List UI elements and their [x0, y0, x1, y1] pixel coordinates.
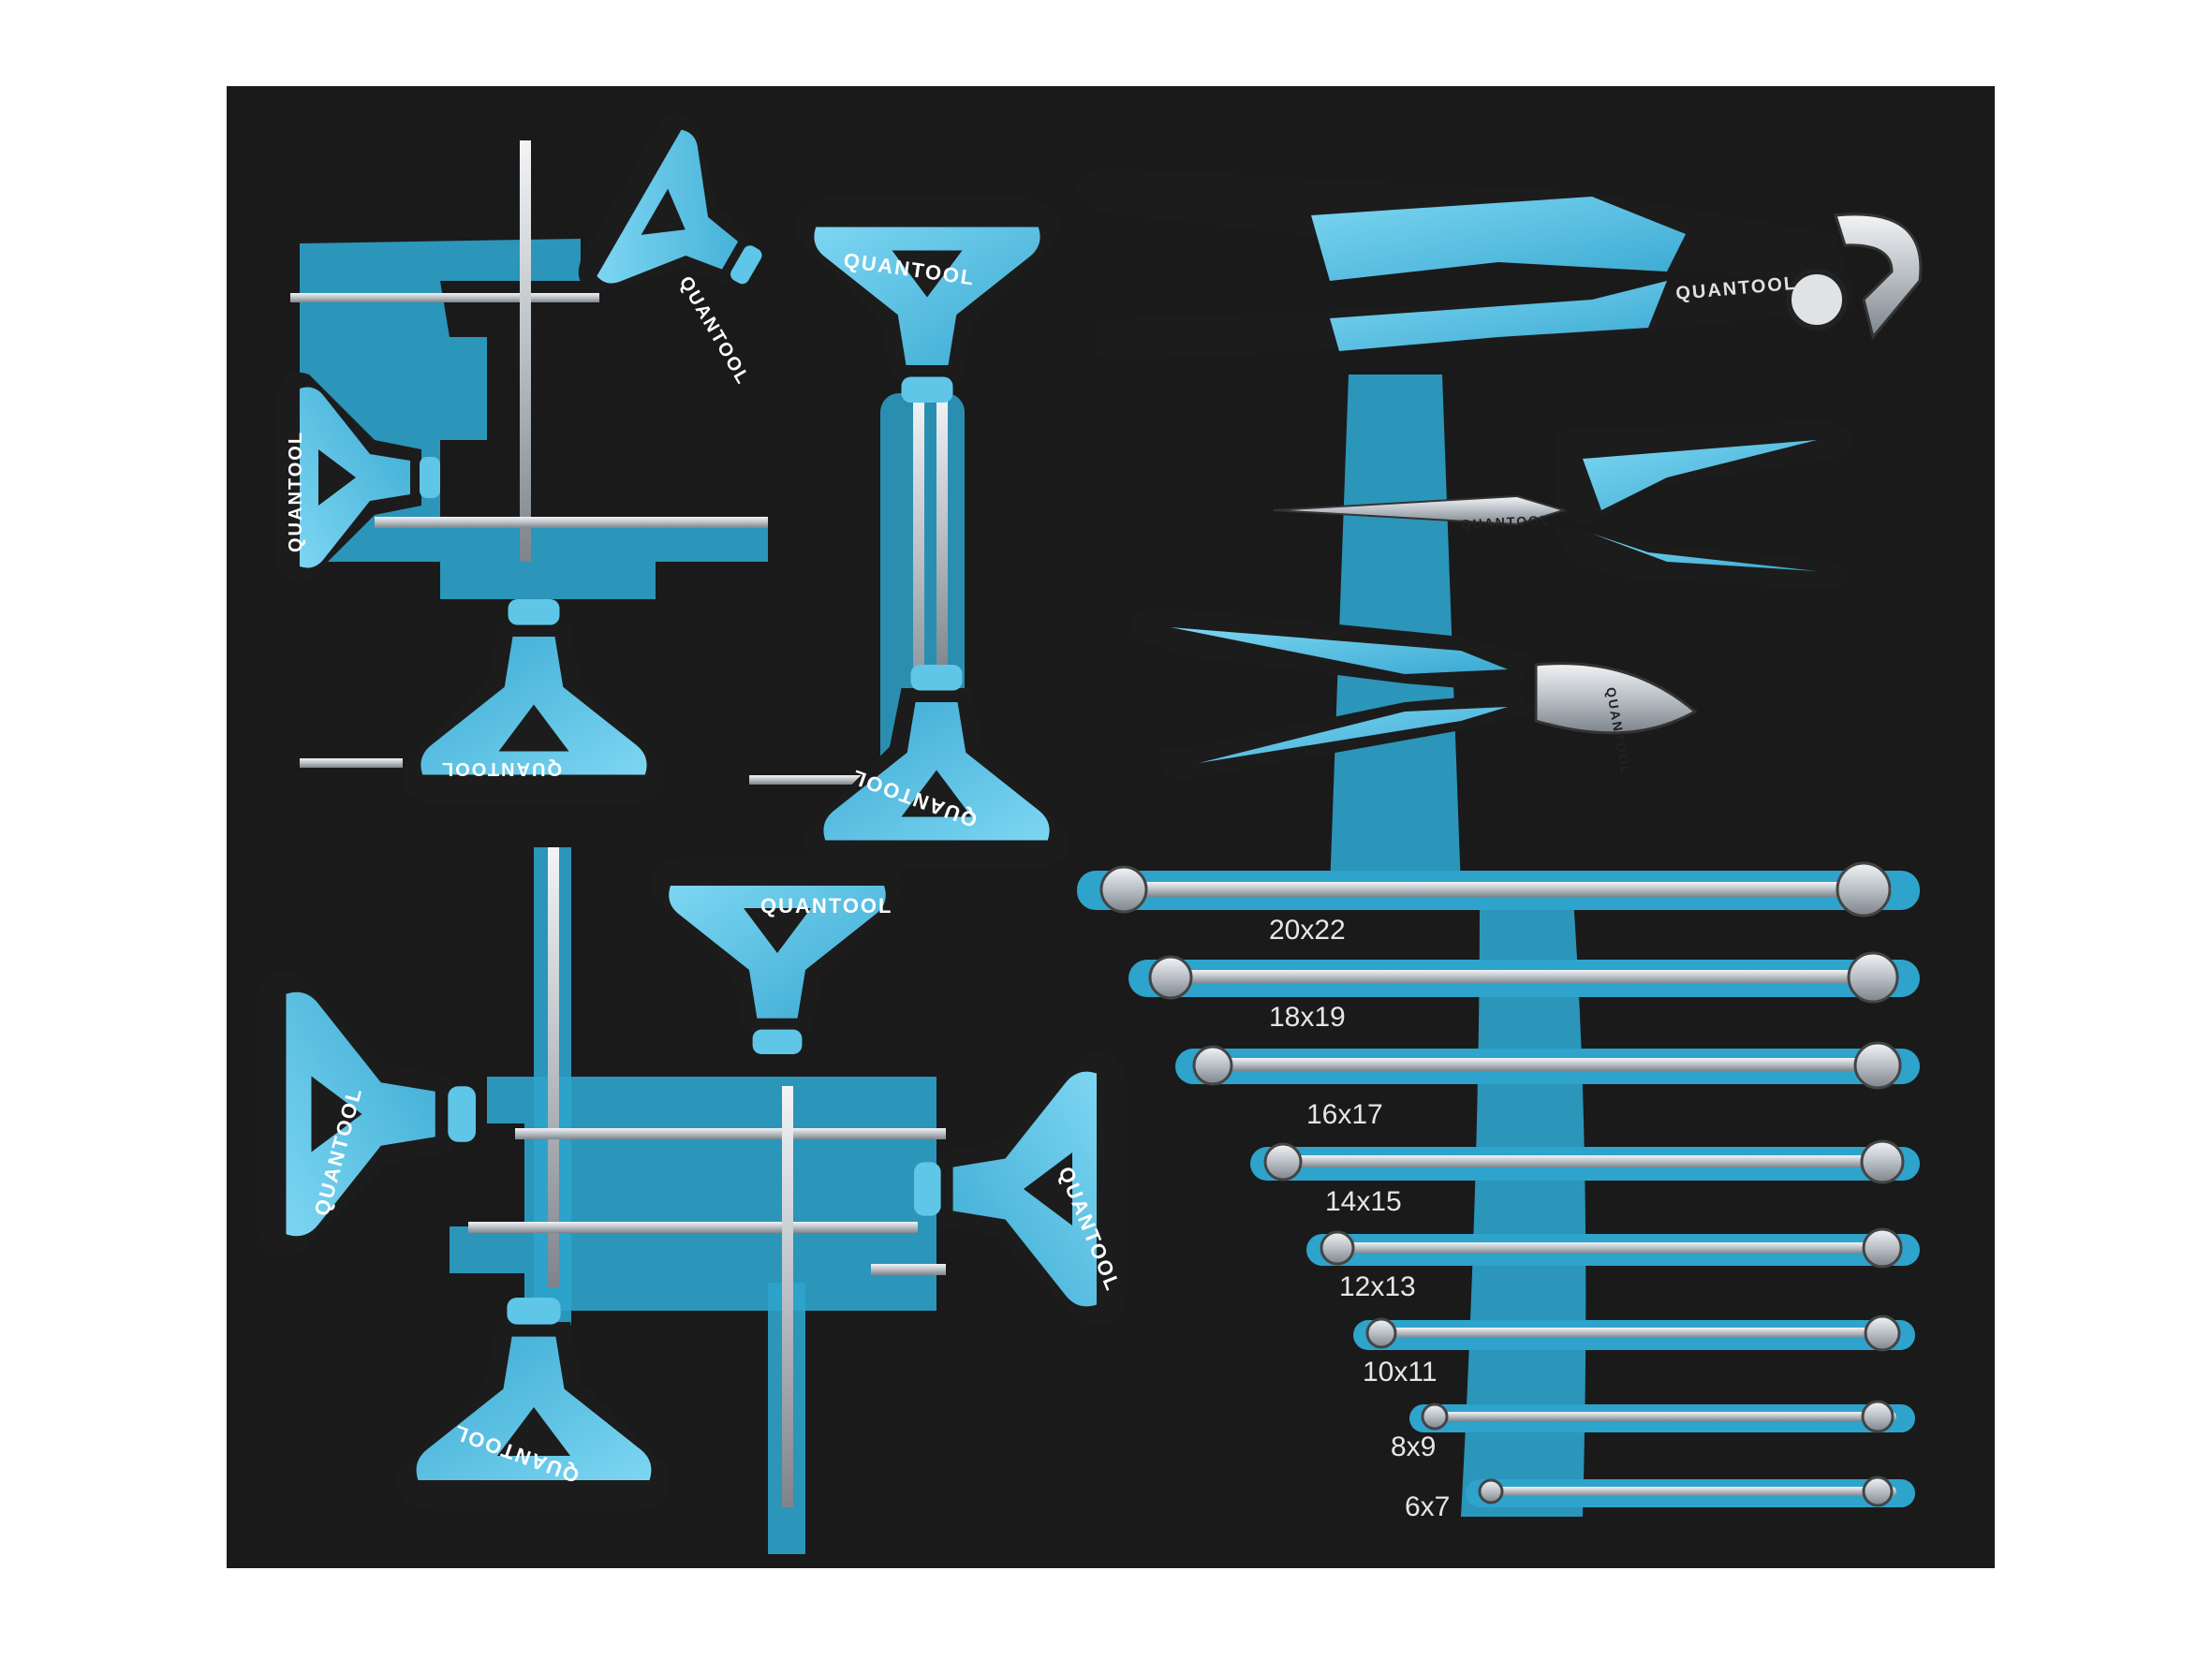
wrench-size-label: 8x9 — [1391, 1431, 1436, 1462]
hex-shaft — [300, 758, 403, 768]
wrench-size-label: 14x15 — [1325, 1186, 1402, 1217]
t-handle-group-bottom-left: QUANTOOL QUANTOOL QUANTOOL QUANTOOL — [254, 847, 1128, 1554]
hex-shaft — [468, 1222, 918, 1233]
wrench — [1306, 1227, 1920, 1269]
pliers-group: QUANTOOL QUANTOOL QUANTOOL — [1077, 168, 1923, 889]
hex-shaft — [548, 847, 559, 1287]
handle-logo: QUANTOOL — [760, 894, 892, 918]
wrench-size-label: 6x7 — [1405, 1491, 1450, 1522]
wrench-size-label: 12x13 — [1339, 1271, 1416, 1302]
hex-shaft — [782, 1086, 793, 1507]
hex-shaft — [375, 517, 768, 528]
wrench — [1353, 1314, 1915, 1352]
hex-shaft — [749, 775, 880, 785]
wrench-size-label: 20x22 — [1269, 915, 1346, 946]
hex-shaft — [913, 393, 924, 730]
pliers-logo: QUANTOOL — [1460, 512, 1551, 532]
hex-shaft — [515, 1128, 946, 1139]
hex-shaft — [936, 393, 948, 674]
wrench — [1250, 1139, 1920, 1184]
cutout — [300, 239, 768, 599]
long-nose-pliers: QUANTOOL — [1273, 421, 1852, 590]
hex-shaft — [520, 140, 531, 562]
handle-logo: QUANTOOL — [286, 431, 306, 552]
wrench-size-label: 16x17 — [1306, 1099, 1383, 1130]
wrench-group: 20x22 18x19 16x17 14x15 12x1 — [1077, 861, 1920, 1522]
handle-logo: QUANTOOL — [440, 758, 562, 779]
wrench-size-label: 18x19 — [1269, 1002, 1346, 1033]
wrench — [1466, 1475, 1915, 1507]
wrench — [1077, 861, 1920, 918]
wrench-size-label: 10x11 — [1363, 1357, 1438, 1387]
wrench — [1128, 951, 1920, 1004]
hex-shaft — [871, 1264, 946, 1275]
t-handle-group-top-center: QUANTOOL QUANTOOL — [749, 198, 1069, 870]
hex-shaft — [290, 293, 599, 302]
water-pump-pliers: QUANTOOL — [1077, 168, 1923, 360]
wrench — [1175, 1041, 1920, 1090]
diagonal-cutting-pliers: QUANTOOL — [1131, 607, 1698, 779]
wrench — [1409, 1400, 1915, 1433]
